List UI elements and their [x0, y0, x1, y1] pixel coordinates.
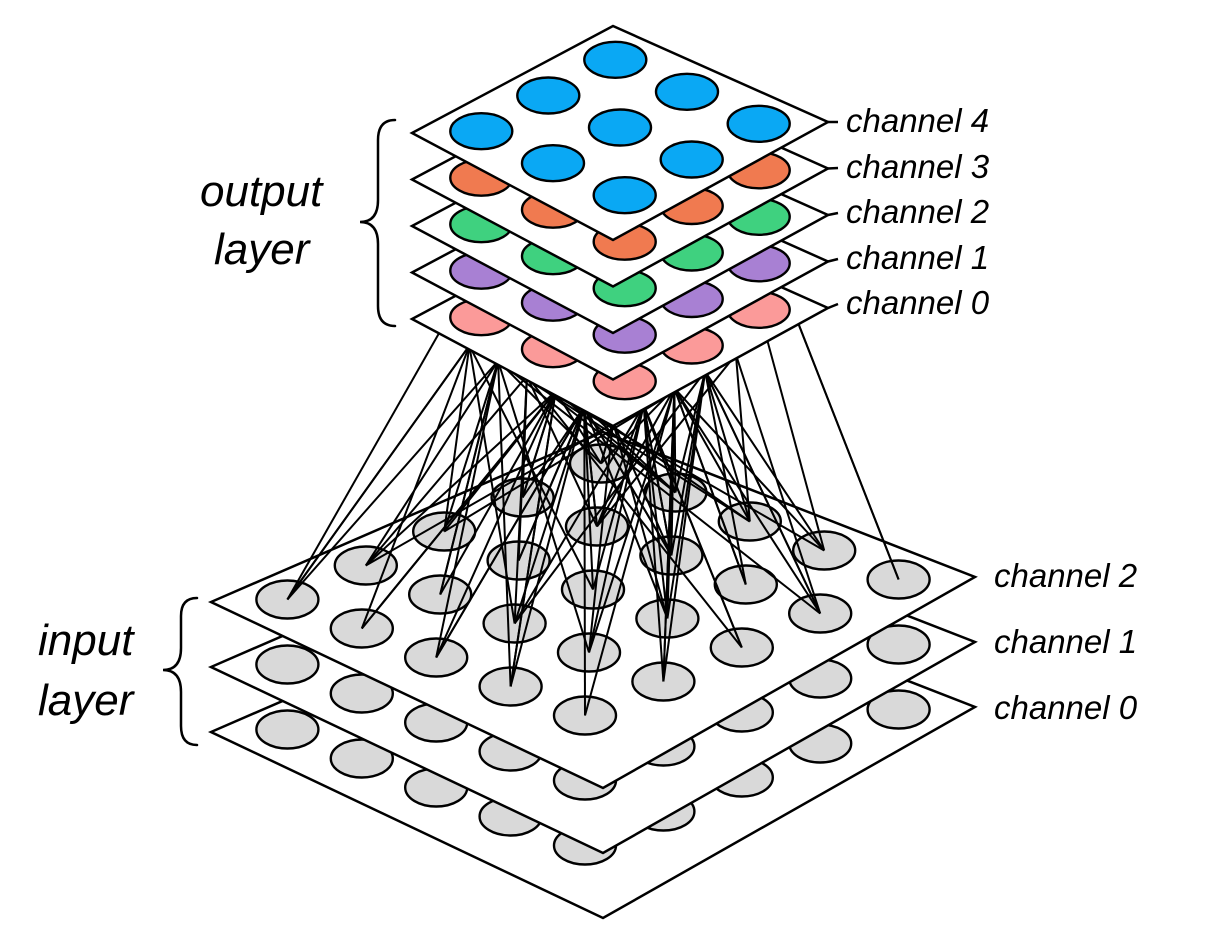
input-channel-1-plane-node [255, 644, 320, 685]
connection-edge [583, 406, 586, 716]
connection-edge [734, 354, 822, 614]
connection-edge [592, 404, 645, 590]
input-channel-0-plane-node [866, 689, 931, 730]
connection-edge [286, 329, 442, 600]
connection-edge [673, 387, 747, 585]
connection-edge [670, 388, 676, 556]
connection-edge [286, 360, 499, 601]
output-channel-4-plane-node [520, 143, 586, 183]
input-planes [207, 430, 978, 920]
output-channel-4-plane-node [583, 40, 648, 79]
output-channel-4-plane-node [592, 175, 657, 215]
output-channel-2-leader [827, 211, 839, 217]
connection-edge [588, 421, 614, 653]
connection-edge [443, 345, 471, 532]
connection-edge [513, 376, 528, 624]
connection-edges [286, 320, 900, 716]
input-layer-brace [162, 596, 199, 747]
connection-edge [642, 404, 669, 619]
output-channel-0-label: channel 0 [846, 284, 990, 321]
connection-edge [583, 406, 669, 619]
input-layer-label-line1: input [38, 616, 135, 665]
connection-edge [704, 370, 822, 614]
connection-edge [583, 406, 673, 557]
connection-edge [596, 353, 737, 528]
output-channel-3-label: channel 3 [846, 148, 990, 185]
output-channel-2-label: channel 2 [846, 193, 989, 230]
connection-edge [360, 345, 471, 629]
connection-edge [526, 375, 743, 649]
connection-edge [583, 406, 598, 527]
input-layer-label-line2: layer [38, 676, 136, 725]
output-channel-4-plane [409, 24, 831, 242]
input-channel-1-plane-node [866, 624, 931, 665]
connection-edge [286, 345, 471, 601]
connection-edge [670, 371, 707, 556]
output-channel-4-plane-node [654, 72, 720, 112]
connection-edge [642, 404, 743, 648]
input-channel-0-plane-node [255, 709, 320, 750]
connection-edge [443, 360, 500, 532]
connection-edge [435, 360, 500, 658]
input-channel-0-label: channel 0 [994, 689, 1138, 726]
connection-edge [674, 371, 707, 493]
output-channel-4-label: channel 4 [846, 102, 989, 139]
connection-edge [796, 320, 900, 580]
connection-edge [704, 371, 751, 522]
connection-edge [497, 360, 590, 653]
output-channel-3-leader [827, 166, 839, 170]
output-channel-4-plane-node [659, 140, 724, 179]
output-planes [409, 24, 839, 428]
output-channel-4-plane-node [449, 111, 514, 151]
connection-edge [600, 387, 676, 465]
output-channel-4-plane-node [587, 108, 653, 147]
connection-edge [642, 404, 673, 556]
connection-edge [596, 387, 676, 527]
connection-edge [509, 391, 557, 687]
output-channel-1-leader [827, 257, 839, 263]
input-channel-1-label: channel 1 [994, 623, 1137, 660]
connection-edge [364, 360, 499, 567]
connection-edge [439, 390, 557, 595]
input-channel-2-label: channel 2 [994, 557, 1137, 594]
output-channel-4-plane-node [516, 76, 581, 115]
connection-edge [584, 388, 676, 716]
connection-edge [435, 390, 557, 658]
connection-edge [497, 360, 512, 687]
connection-edge [765, 337, 826, 551]
output-channel-1-label: channel 1 [846, 239, 989, 276]
connection-edge [734, 354, 751, 522]
output-channel-0-leader [827, 302, 839, 310]
connection-edge [521, 391, 557, 498]
output-layer-brace [359, 118, 397, 328]
output-layer-label-line1: output [200, 167, 324, 216]
connection-edge [517, 406, 586, 561]
connection-edge [435, 406, 586, 659]
output-channel-4-plane-node [726, 104, 791, 144]
connection-edge [588, 404, 645, 653]
connection-edge [704, 370, 826, 552]
connection-edge [662, 371, 707, 682]
output-layer-label-line2: layer [214, 225, 312, 274]
connection-edge [439, 360, 500, 595]
